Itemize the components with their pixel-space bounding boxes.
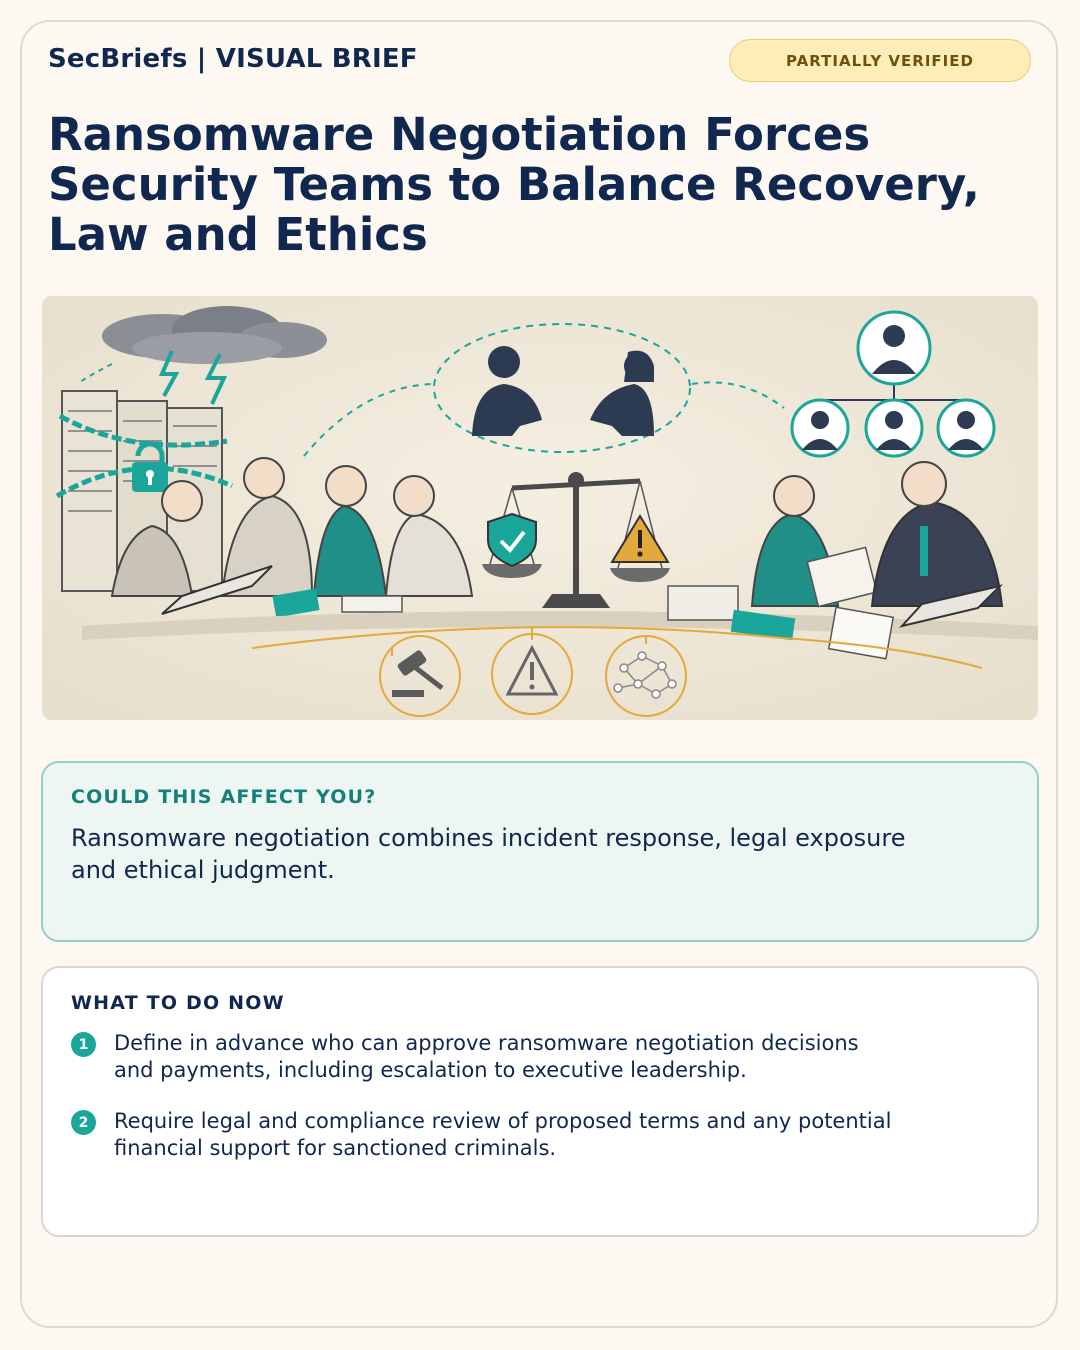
warning-icon (610, 514, 670, 563)
storm-cloud-icon (79, 306, 327, 405)
todo-panel: WHAT TO DO NOW 1 Define in advance who c… (41, 966, 1039, 1237)
affect-panel: COULD THIS AFFECT YOU? Ransomware negoti… (41, 761, 1039, 942)
headline: Ransomware Negotiation Forces Security T… (48, 108, 980, 261)
verification-badge: PARTIALLY VERIFIED (729, 39, 1031, 82)
shield-check-icon (487, 512, 537, 568)
step-number-badge: 2 (71, 1110, 96, 1135)
step-text: Require legal and compliance review of p… (114, 1109, 892, 1160)
security-team-figures (110, 457, 474, 618)
padlock-icon (132, 441, 168, 492)
hero-illustration (42, 296, 1038, 720)
network-icon (605, 635, 687, 717)
step-number-badge: 1 (71, 1032, 96, 1057)
warning-circle-icon (491, 633, 573, 715)
gavel-icon (379, 635, 461, 717)
org-chart-icon (790, 310, 996, 458)
leadership-figures (667, 461, 1004, 660)
affect-body: Ransomware negotiation combines incident… (71, 824, 906, 884)
step-text: Define in advance who can approve ransom… (114, 1031, 859, 1082)
todo-heading: WHAT TO DO NOW (71, 992, 285, 1014)
negotiators-icon (433, 323, 691, 453)
affect-heading: COULD THIS AFFECT YOU? (71, 786, 377, 808)
brand-title: SecBriefs | VISUAL BRIEF (48, 44, 418, 74)
